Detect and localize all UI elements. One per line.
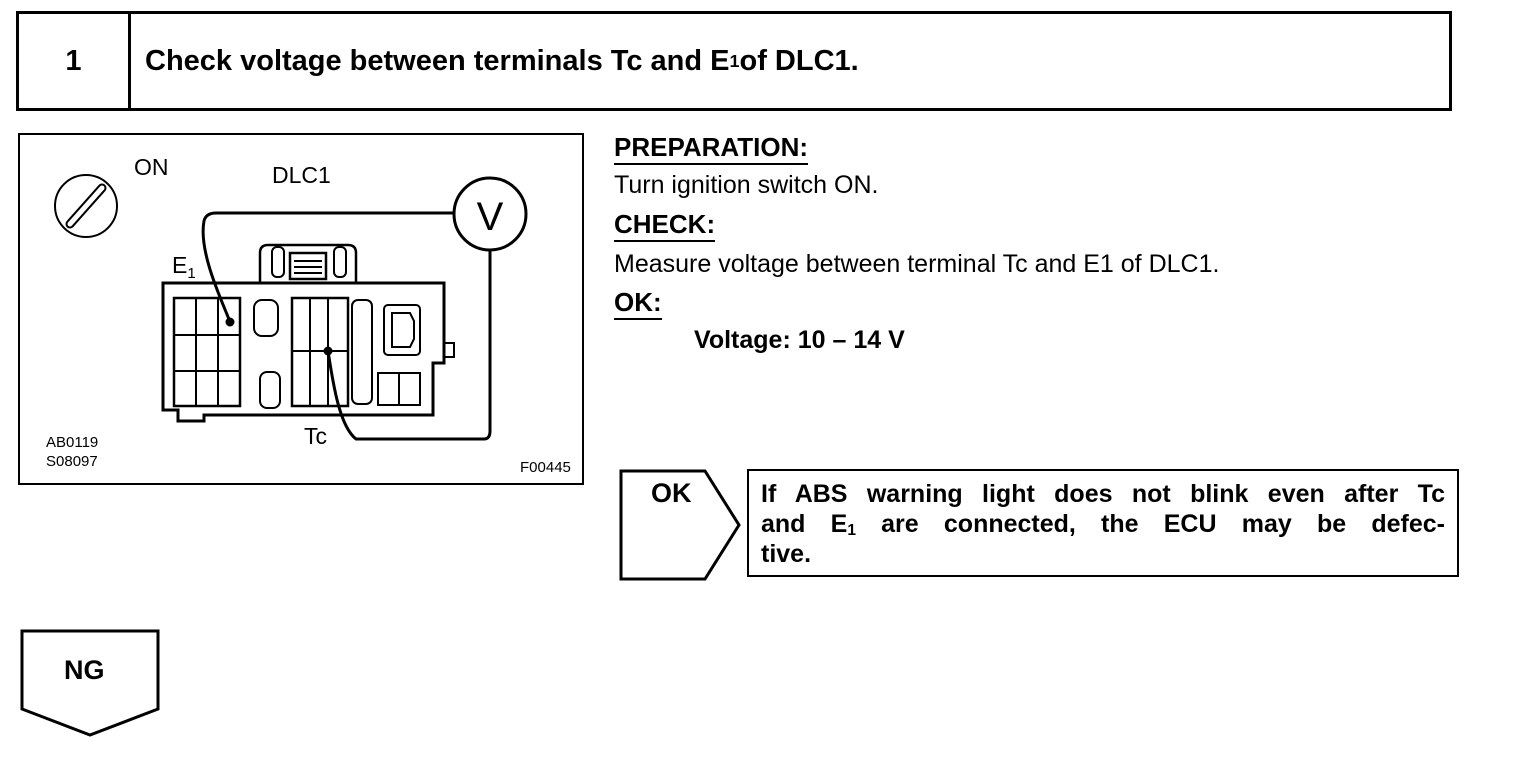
- ignition-switch-icon: [54, 174, 118, 238]
- ok-result-line-2: and E1 are connected, the ECU may be def…: [761, 510, 1445, 540]
- ok-result-box: If ABS warning light does not blink even…: [747, 469, 1459, 577]
- figure-code-f00445: F00445: [520, 459, 571, 476]
- step-title-suffix: of DLC1.: [739, 44, 859, 77]
- ok-heading: OK:: [614, 287, 662, 320]
- step-header: 1 Check voltage between terminals Tc and…: [16, 11, 1452, 111]
- dlc1-label: DLC1: [272, 162, 331, 188]
- e1-probe-point: [225, 317, 235, 327]
- step-number: 1: [19, 14, 131, 108]
- probe-leads: [201, 211, 492, 441]
- tc-terminal-label: Tc: [304, 423, 327, 449]
- preparation-text: Turn ignition switch ON.: [614, 171, 879, 199]
- e1-terminal-label: E1: [172, 252, 196, 282]
- step-title-text: Check voltage between terminals Tc and E: [145, 44, 730, 77]
- ok-result-line-3: tive.: [761, 540, 812, 568]
- ok-arrow-icon: [619, 469, 741, 581]
- ok-arrow-label: OK: [651, 478, 692, 508]
- check-heading: CHECK:: [614, 209, 716, 242]
- ok-result-line-1: If ABS warning light does not blink even…: [761, 480, 1445, 508]
- voltmeter-symbol: V: [477, 195, 504, 239]
- ng-arrow-label: NG: [64, 655, 105, 685]
- switch-on-label: ON: [134, 154, 169, 180]
- preparation-heading: PREPARATION:: [614, 132, 809, 165]
- voltmeter-icon: V: [452, 176, 528, 252]
- voltage-spec: Voltage: 10 – 14 V: [694, 326, 905, 354]
- figure-code-ab0119: AB0119: [46, 434, 98, 451]
- tc-probe-point: [323, 346, 333, 356]
- dlc1-figure: ON DLC1 V: [18, 133, 584, 485]
- check-text: Measure voltage between terminal Tc and …: [614, 250, 1220, 278]
- ng-arrow-icon: [20, 629, 160, 737]
- dlc1-diagram: ON DLC1 V: [46, 154, 571, 476]
- step-title: Check voltage between terminals Tc and E…: [145, 44, 859, 77]
- figure-code-s08097: S08097: [46, 453, 98, 470]
- dlc1-connector: [161, 243, 455, 423]
